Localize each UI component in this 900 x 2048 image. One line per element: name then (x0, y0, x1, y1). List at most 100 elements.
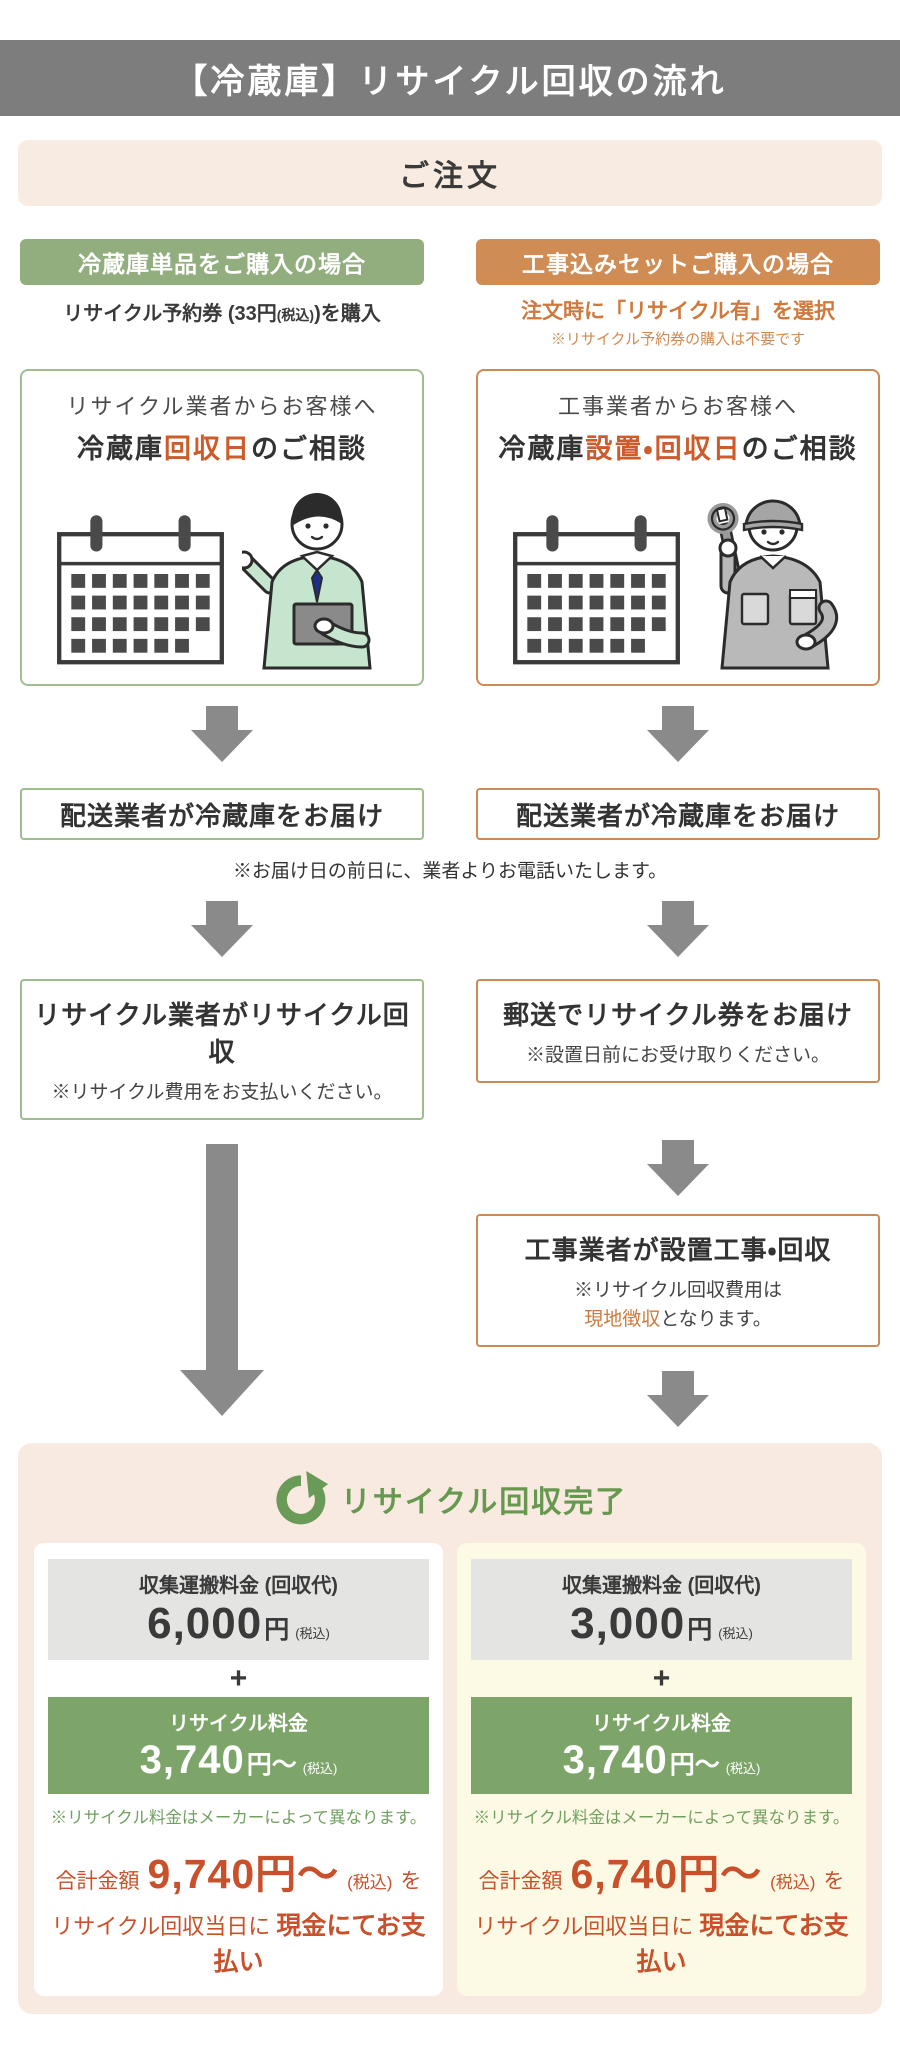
page-title: 【冷蔵庫】リサイクル回収の流れ (173, 62, 727, 101)
installer-illustration (707, 499, 838, 670)
install-box-note-highlight: 現地徴収 (584, 1309, 661, 1330)
delivery-row: 配送業者が冷蔵庫をお届け 配送業者が冷蔵庫をお届け (20, 762, 880, 840)
recycle-collection-title: リサイクル業者がリサイクル回収 (34, 1000, 410, 1067)
consult-line2-post: のご相談 (251, 434, 367, 464)
delivery-box-label: 配送業者が冷蔵庫をお届け (59, 800, 384, 831)
lower-flow-row: 工事業者が設置工事・回収 ※リサイクル回収費用は 現地徴収となります。 (20, 1140, 880, 1427)
recycle-staff-illustration (241, 493, 372, 670)
single-purchase-column: 冷蔵庫単品をご購入の場合 リサイクル予約券 (33円(税込))を購入 (20, 206, 424, 349)
delivery-box-set: 配送業者が冷蔵庫をお届け (476, 788, 880, 840)
recycle-fee-label: リサイクル料金 (169, 1713, 308, 1736)
total-line2: リサイクル回収当日に 現金にてお支払い (48, 1906, 429, 1978)
delivery-box-label: 配送業者が冷蔵庫をお届け (515, 800, 840, 831)
total-label: 合計金額 (478, 1870, 563, 1894)
phone-notice: ※お届け日の前日に、業者よりお電話いたします。 (232, 861, 668, 882)
consult-col-left: リサイクル業者からお客様へ 冷蔵庫回収日のご相談 (20, 349, 424, 686)
consult-illustration-right (488, 480, 868, 670)
consult-card-single: リサイクル業者からお客様へ 冷蔵庫回収日のご相談 (20, 369, 424, 686)
install-box: 工事業者が設置工事・回収 ※リサイクル回収費用は 現地徴収となります。 (476, 1214, 880, 1347)
plus-sign: + (652, 1662, 671, 1696)
mail-ticket-box: 郵送でリサイクル券をお届け ※設置日前にお受け取りください。 (476, 979, 880, 1083)
long-arrow-cell (20, 1140, 424, 1416)
arrow-row-1 (20, 706, 880, 762)
install-box-title: 工事業者が設置工事・回収 (524, 1235, 832, 1265)
total-tax: (税込) (770, 1873, 816, 1893)
transport-fee-amount: 6,000 (147, 1599, 263, 1648)
transport-fee-tax: (税込) (295, 1626, 330, 1641)
total-suffix: を (400, 1870, 422, 1894)
recycle-fee-unit: 円〜 (669, 1751, 720, 1780)
single-purchase-header-label: 冷蔵庫単品をご購入の場合 (78, 251, 366, 277)
consult-line2-pre: 冷蔵庫 (77, 434, 164, 464)
total-label: 合計金額 (55, 1870, 140, 1894)
reservation-ticket-note-tax: (税込) (276, 307, 315, 323)
consult-col-right: 工事業者からお客様へ 冷蔵庫設置・回収日のご相談 (476, 349, 880, 686)
single-purchase-header: 冷蔵庫単品をご購入の場合 (20, 239, 424, 285)
recycle-option-note: 注文時に「リサイクル有」を選択 (521, 300, 835, 323)
set-purchase-column: 工事込みセットご購入の場合 注文時に「リサイクル有」を選択 ※リサイクル予約券の… (476, 206, 880, 349)
recycle-collection-box: リサイクル業者がリサイクル回収 ※リサイクル費用をお支払いください。 (20, 979, 424, 1120)
install-box-note-line1: ※リサイクル回収費用は (573, 1280, 783, 1301)
set-purchase-header-label: 工事込みセットご購入の場合 (522, 251, 834, 277)
calendar-icon (512, 515, 680, 665)
install-box-note-line2: 現地徴収となります。 (486, 1304, 870, 1331)
consult-line2-highlight: 回収日 (164, 434, 251, 464)
mail-ticket-title: 郵送でリサイクル券をお届け (503, 1000, 853, 1030)
transport-fee-unit: 円 (264, 1616, 290, 1644)
delivery-col-left: 配送業者が冷蔵庫をお届け (20, 762, 424, 840)
total-line1: 合計金額 6,740円〜 (税込) を (471, 1840, 852, 1900)
consult-line1: 工事業者からお客様へ (557, 394, 798, 419)
consult-card-set: 工事業者からお客様へ 冷蔵庫設置・回収日のご相談 (476, 369, 880, 686)
calendar-grid (70, 574, 210, 653)
total-suffix: を (823, 1870, 845, 1894)
arrow-cell (20, 901, 424, 957)
recycle-icon (276, 1471, 328, 1525)
purchase-type-row: 冷蔵庫単品をご購入の場合 リサイクル予約券 (33円(税込))を購入 工事込みセ… (20, 206, 880, 349)
recycle-row: リサイクル業者がリサイクル回収 ※リサイクル費用をお支払いください。 郵送でリサ… (20, 957, 880, 1120)
consult-line2-highlight: 設置・回収日 (585, 434, 742, 464)
total-line2-pre: リサイクル回収当日に (474, 1914, 700, 1940)
consult-line2-pre: 冷蔵庫 (498, 434, 586, 464)
total-tax: (税込) (347, 1873, 393, 1893)
consult-line2-post: のご相談 (741, 434, 858, 464)
consult-illustration-left (32, 480, 412, 670)
down-arrow-icon (647, 706, 709, 762)
consult-line2: 冷蔵庫回収日のご相談 (32, 427, 412, 466)
down-arrow-icon (191, 901, 253, 957)
install-col: 工事業者が設置工事・回収 ※リサイクル回収費用は 現地徴収となります。 (476, 1140, 880, 1427)
plus-sign: + (229, 1662, 248, 1696)
recycle-fee-unit: 円〜 (246, 1751, 297, 1780)
down-arrow-icon (647, 1140, 709, 1196)
transport-fee-tax: (税込) (718, 1626, 753, 1641)
transport-fee-label: 収集運搬料金 (回収代) (139, 1575, 338, 1597)
recycle-option-subnote: ※リサイクル予約券の購入は不要です (550, 331, 806, 348)
recycle-col-left: リサイクル業者がリサイクル回収 ※リサイクル費用をお支払いください。 (20, 957, 424, 1120)
delivery-col-right: 配送業者が冷蔵庫をお届け (476, 762, 880, 840)
consult-row: リサイクル業者からお客様へ 冷蔵庫回収日のご相談 (20, 349, 880, 686)
total-line1: 合計金額 9,740円〜 (税込) を (48, 1840, 429, 1900)
reservation-ticket-note-pre: リサイクル予約券 (33円 (63, 303, 277, 325)
recycle-fee-amount: 3,740 (139, 1738, 245, 1783)
calendar-grid (526, 574, 666, 653)
title-bar: 【冷蔵庫】リサイクル回収の流れ (0, 40, 900, 116)
transport-fee-unit: 円 (687, 1616, 713, 1644)
arrow-row-2 (20, 901, 880, 957)
total-line2-pre: リサイクル回収当日に (51, 1914, 277, 1940)
reservation-ticket-note-post: )を購入 (314, 303, 381, 325)
reservation-ticket-note: リサイクル予約券 (33円(税込))を購入 (63, 297, 380, 326)
order-heading: ご注文 (399, 160, 501, 193)
calendar-icon (56, 515, 224, 665)
total-amount: 6,740円〜 (570, 1851, 763, 1898)
completion-title-row: リサイクル回収完了 (34, 1469, 866, 1529)
total-amount: 9,740円〜 (147, 1851, 340, 1898)
arrow-cell (476, 901, 880, 957)
install-box-note-post: となります。 (660, 1309, 772, 1330)
transport-fee-label: 収集運搬料金 (回収代) (562, 1575, 761, 1597)
